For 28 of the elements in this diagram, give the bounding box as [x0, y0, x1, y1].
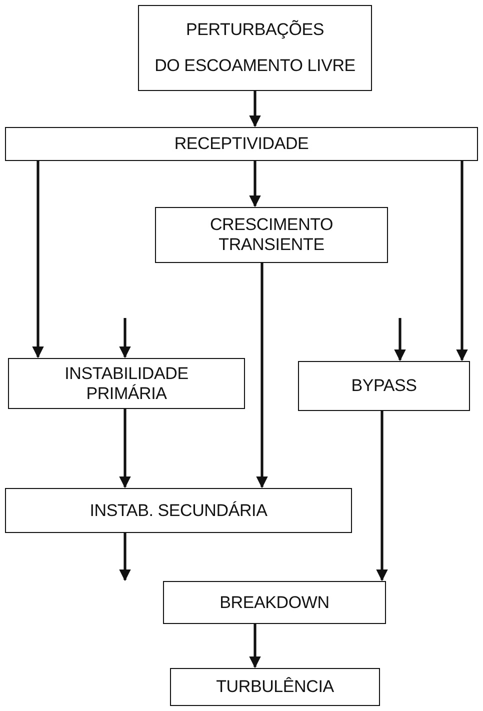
process-box [170, 668, 380, 706]
process-box [5, 127, 478, 161]
arrow [249, 161, 261, 208]
process-box [138, 5, 372, 91]
arrow [119, 409, 131, 488]
box-label: DO ESCOAMENTO LIVRE [154, 56, 356, 76]
box-label: INSTABILIDADE PRIMÁRIA [64, 364, 190, 404]
arrow [119, 318, 131, 358]
box-label: PERTURBAÇÕES [186, 20, 324, 40]
process-box [163, 581, 386, 624]
box-label: RECEPTIVIDADE [174, 134, 309, 154]
arrow [256, 263, 268, 488]
box-label: BREAKDOWN [220, 592, 330, 612]
arrow [376, 411, 388, 582]
arrow [119, 533, 131, 582]
box-label: BYPASS [351, 376, 417, 396]
arrow [249, 624, 261, 668]
process-box [155, 207, 388, 263]
box-label: TURBULÊNCIA [216, 677, 334, 697]
arrow [394, 318, 406, 362]
arrow [32, 161, 44, 358]
process-box [298, 361, 470, 411]
arrow [249, 91, 261, 128]
process-box [5, 488, 352, 533]
box-label: INSTAB. SECUNDÁRIA [90, 500, 268, 520]
arrow [456, 161, 468, 362]
box-label: CRESCIMENTO TRANSIENTE [208, 215, 334, 255]
process-box [8, 358, 245, 409]
